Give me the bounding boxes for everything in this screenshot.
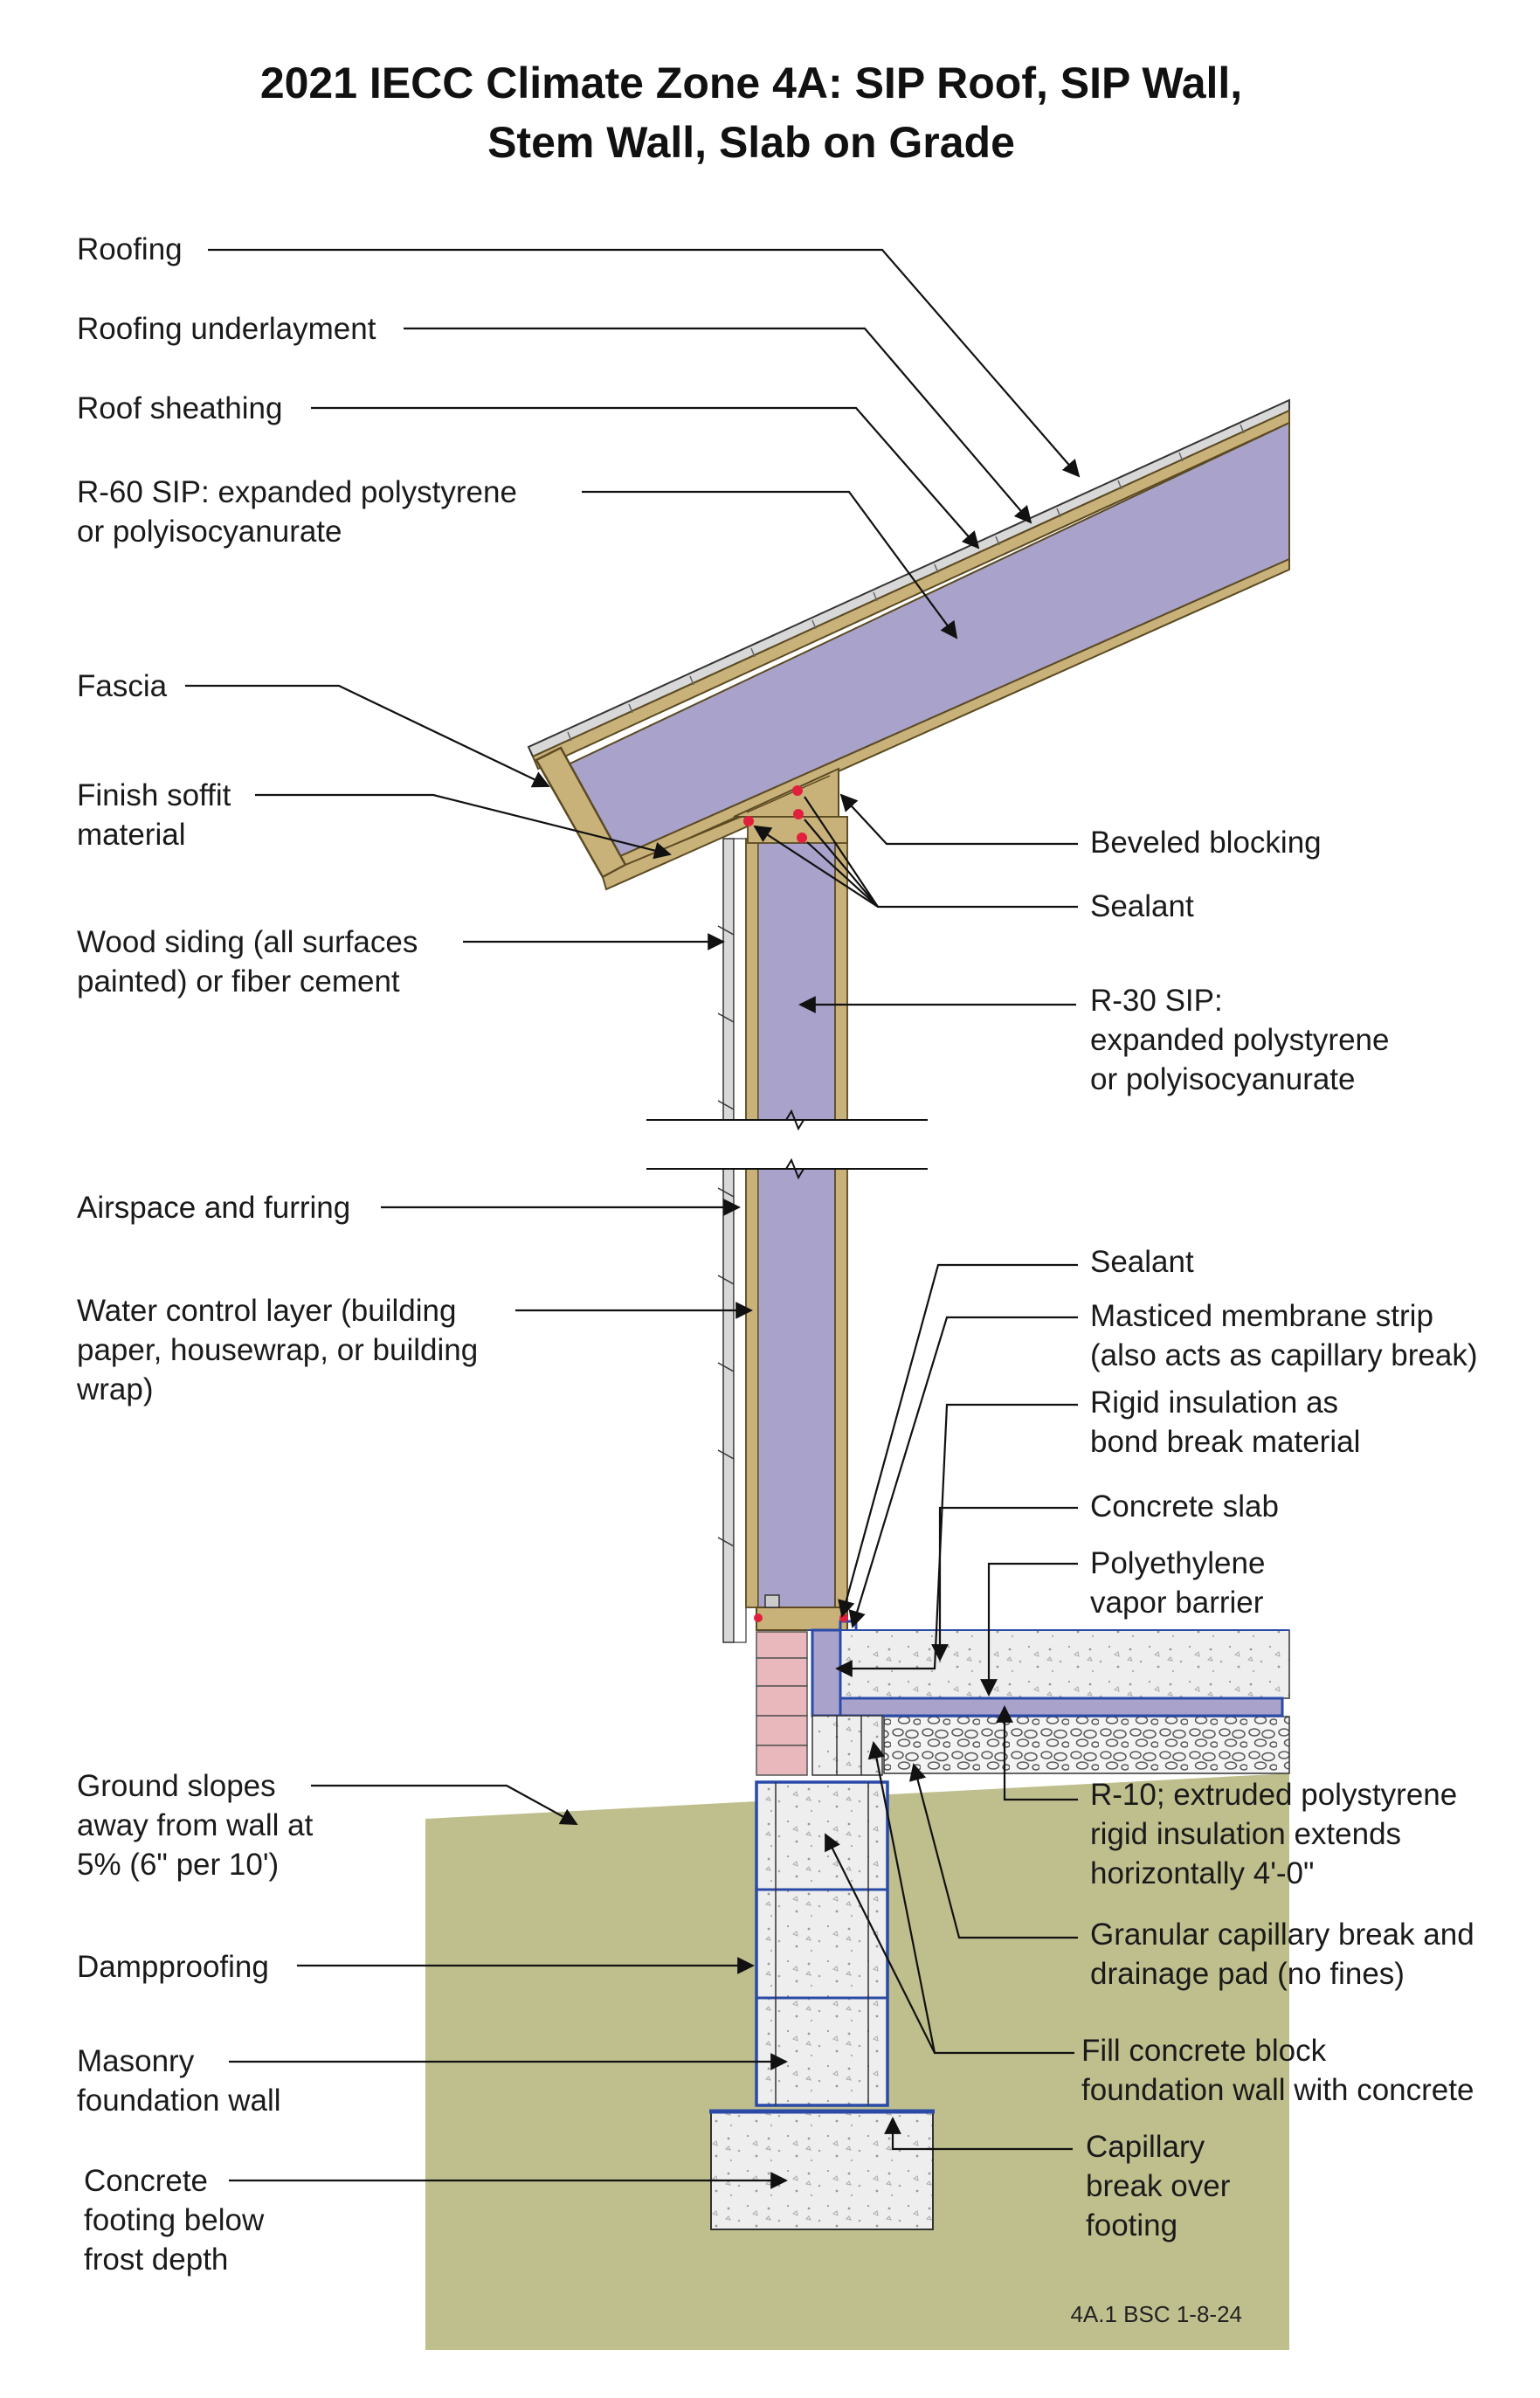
- sealant-dot: [797, 833, 807, 843]
- leader-lines: [185, 248, 1081, 2189]
- leader-beveled-blocking: [839, 793, 1078, 846]
- gravel-pad: [883, 1716, 1290, 1774]
- label-roof-sip-line-2: or polyisocyanurate: [77, 515, 342, 549]
- label-vapor-line-2: vapor barrier: [1090, 1586, 1264, 1620]
- leader-rigid-bond: [835, 1403, 1078, 1677]
- label-footing-line-3: frost depth: [84, 2243, 228, 2277]
- label-footing-line-2: footing below: [84, 2203, 265, 2237]
- label-rigid-bond-line-1: Rigid insulation as: [1090, 1386, 1338, 1420]
- label-capillary-line-3: footing: [1086, 2208, 1177, 2243]
- label-masonry-line-2: foundation wall: [77, 2084, 281, 2118]
- label-membrane-line-2: (also acts as capillary break): [1090, 1338, 1478, 1372]
- label-concrete-slab: Concrete slab: [1090, 1489, 1279, 1524]
- label-granular-line-2: drainage pad (no fines): [1090, 1957, 1405, 1991]
- label-granular-line-1: Granular capillary break and: [1090, 1918, 1474, 1952]
- furring-airspace: [733, 838, 747, 1643]
- label-capillary-line-1: Capillary: [1086, 2130, 1205, 2164]
- leader-soffit: [255, 793, 672, 860]
- label-ground-line-1: Ground slopes: [77, 1769, 276, 1803]
- anchor-bolt-nut: [764, 1594, 780, 1608]
- label-wall-sip-line-1: R-30 SIP:: [1090, 984, 1223, 1018]
- wall-sip-outer-skin: [745, 838, 759, 1608]
- sealant-dot: [839, 1614, 848, 1622]
- label-ground-line-3: 5% (6" per 10'): [77, 1848, 279, 1882]
- label-beveled-blocking: Beveled blocking: [1090, 826, 1322, 860]
- label-sealant-top: Sealant: [1090, 889, 1194, 923]
- sealant-dot: [754, 1614, 763, 1622]
- foundation-assembly: [709, 1620, 1290, 2230]
- label-r10-line-2: rigid insulation extends: [1090, 1817, 1401, 1851]
- drawing-reference: 4A.1 BSC 1-8-24: [1070, 2301, 1242, 2327]
- label-roof-sip-line-1: R-60 SIP: expanded polystyrene: [77, 475, 517, 509]
- label-wcl-line-2: paper, housewrap, or building: [77, 1333, 478, 1367]
- wall-sip-insulation: [757, 838, 836, 1608]
- label-siding-line-2: painted) or fiber cement: [77, 964, 400, 999]
- wood-siding: [722, 838, 735, 1643]
- sealant-beads: [743, 785, 848, 1622]
- roof-sip-insulation: [557, 421, 1290, 858]
- leader-fascia: [185, 684, 550, 788]
- concrete-slab: [839, 1629, 1290, 1699]
- label-soffit-line-2: material: [77, 818, 185, 852]
- leader-capillary: [884, 2117, 1073, 2151]
- leader-fill-2: [867, 1741, 936, 2054]
- label-wcl-line-1: Water control layer (building: [77, 1294, 456, 1328]
- concrete-footing: [710, 2111, 934, 2230]
- label-dampproofing: Dampproofing: [77, 1950, 269, 1984]
- label-vapor-line-1: Polyethylene: [1090, 1546, 1265, 1580]
- brick-courses: [756, 1631, 808, 1776]
- label-capillary-line-2: break over: [1086, 2169, 1231, 2203]
- label-roofing-underlayment: Roofing underlayment: [77, 312, 376, 346]
- label-ground-line-2: away from wall at: [77, 1808, 314, 1842]
- horizontal-rigid-insulation: [818, 1697, 1284, 1717]
- label-soffit-line-1: Finish soffit: [77, 778, 231, 812]
- label-membrane-line-1: Masticed membrane strip: [1090, 1299, 1433, 1333]
- roof-assembly: [527, 398, 1290, 891]
- label-masonry-line-1: Masonry: [77, 2044, 195, 2078]
- label-airspace: Airspace and furring: [77, 1191, 350, 1225]
- masonry-foundation-wall: [755, 1780, 889, 2107]
- leader-sealant-top-3: [804, 819, 879, 908]
- sill-plate: [756, 1607, 848, 1631]
- label-r10-line-1: R-10; extruded polystyrene: [1090, 1778, 1457, 1812]
- wall-sip-inner-skin: [834, 816, 848, 1608]
- leader-roofing-underlayment: [404, 327, 1032, 524]
- label-wcl-line-3: wrap): [76, 1372, 154, 1406]
- label-wall-sip-line-2: expanded polystyrene: [1090, 1023, 1389, 1057]
- leader-membrane: [848, 1316, 1078, 1628]
- label-footing-line-1: Concrete: [84, 2164, 208, 2198]
- sealant-dot: [792, 785, 803, 796]
- leader-roof-sheathing: [311, 406, 980, 549]
- label-fill-line-2: foundation wall with concrete: [1081, 2073, 1474, 2107]
- label-wall-sip-line-3: or polyisocyanurate: [1090, 1062, 1356, 1096]
- leader-concrete-slab: [931, 1506, 1078, 1662]
- bond-break-insulation: [811, 1628, 842, 1717]
- label-siding-line-1: Wood siding (all surfaces: [77, 925, 418, 959]
- leader-roofing: [208, 248, 1081, 478]
- label-roofing: Roofing: [77, 232, 183, 266]
- leader-sealant-bottom: [838, 1263, 1078, 1618]
- leader-sealant-top-4: [806, 841, 879, 908]
- leader-roof-sip: [582, 490, 958, 639]
- diagram-title-line-2: Stem Wall, Slab on Grade: [487, 118, 1015, 167]
- label-fascia: Fascia: [77, 669, 168, 703]
- sealant-dot: [743, 816, 754, 826]
- label-roof-sheathing: Roof sheathing: [77, 391, 282, 425]
- label-sealant-bottom: Sealant: [1090, 1245, 1194, 1279]
- label-r10-line-3: horizontally 4'-0": [1090, 1856, 1314, 1890]
- leader-vapor: [980, 1562, 1078, 1697]
- wall-assembly: [646, 816, 935, 1643]
- leader-sealant-top-2: [804, 796, 879, 908]
- leader-ground: [311, 1784, 578, 1825]
- label-rigid-bond-line-2: bond break material: [1090, 1425, 1360, 1459]
- diagram-title-line-1: 2021 IECC Climate Zone 4A: SIP Roof, SIP…: [260, 59, 1242, 107]
- section-break: [646, 1109, 935, 1180]
- label-fill-line-1: Fill concrete block: [1081, 2034, 1327, 2068]
- leader-granular: [908, 1763, 1078, 1939]
- leader-r10: [996, 1705, 1078, 1801]
- sealant-dot: [793, 809, 804, 819]
